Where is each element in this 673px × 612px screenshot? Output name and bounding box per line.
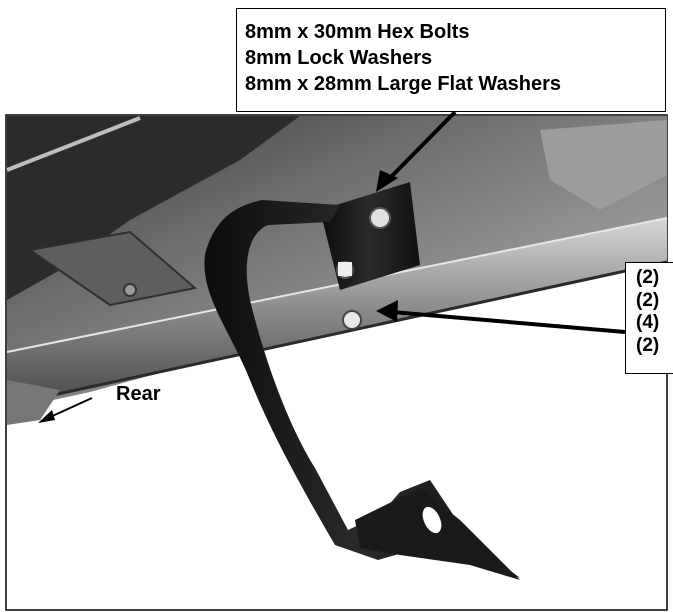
ground-shadow (7, 380, 60, 425)
qty-arrow-head (376, 300, 398, 322)
quantity-callout: (2) (2) (4) (2) (625, 262, 673, 374)
quantity-line: (2) (636, 289, 660, 311)
foot-hole (461, 566, 469, 574)
rear-arrow-head (38, 410, 55, 423)
plate-bolt (123, 283, 137, 297)
bolt-head (338, 262, 352, 276)
hardware-line-bolts: 8mm x 30mm Hex Bolts (245, 21, 470, 43)
hardware-arrow-head (376, 170, 398, 192)
hardware-line-lock-washers: 8mm Lock Washers (245, 47, 433, 69)
quantity-line: (4) (636, 312, 660, 333)
rail-bolt (342, 310, 362, 330)
hardware-arrow (386, 110, 457, 182)
qty-arrow (391, 310, 626, 334)
bracket-foot (355, 488, 520, 580)
rail-highlight (6, 217, 668, 353)
hardware-line-flat-washers: 8mm x 28mm Large Flat Washers (245, 73, 562, 95)
light-panel (540, 120, 667, 210)
rail-edge (6, 260, 668, 407)
foot-slot (422, 506, 442, 534)
quantity-line: (2) (636, 334, 660, 356)
frame-rail (7, 218, 667, 404)
rear-direction-label: Rear (116, 383, 161, 405)
mount-plate (27, 230, 198, 307)
hardware-callout: 8mm x 30mm Hex Bolts 8mm Lock Washers 8m… (236, 8, 666, 112)
cable (6, 116, 141, 172)
flange-bolt-upper (369, 207, 391, 229)
rear-arrow (47, 397, 93, 419)
quantity-line: (2) (636, 267, 660, 288)
bracket-strap (204, 200, 520, 578)
